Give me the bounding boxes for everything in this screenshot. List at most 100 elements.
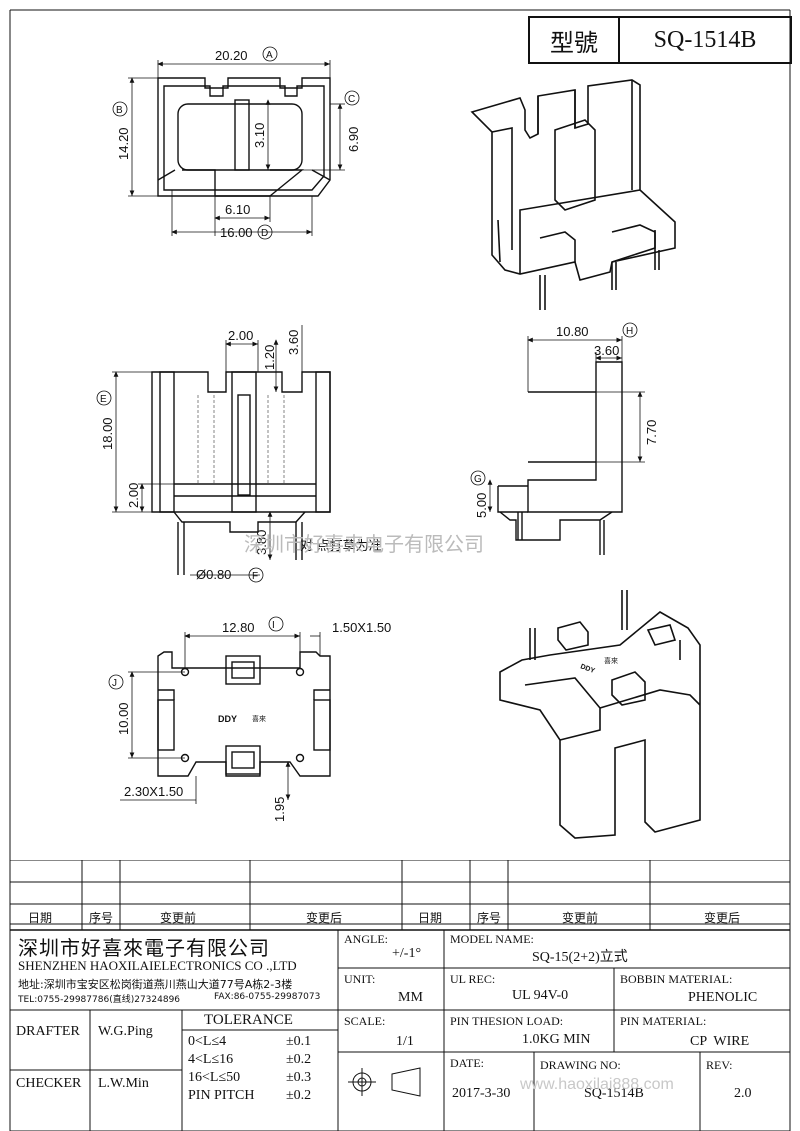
scale-label: SCALE:	[344, 1014, 386, 1028]
ul-label: UL REC:	[450, 972, 496, 986]
rev-col-date-1: 日期	[28, 911, 53, 925]
front-view	[151, 371, 331, 575]
company-fax: FAX:86-0755-29987073	[214, 992, 321, 1002]
ref-d: D	[261, 228, 268, 239]
scale-value: 1/1	[396, 1034, 414, 1049]
model-value: SQ-1514B	[653, 26, 757, 53]
dim-10-00: 10.00	[116, 702, 131, 735]
side-view-dimensions	[470, 322, 645, 512]
side-view	[497, 361, 623, 555]
checker-label: CHECKER	[16, 1076, 82, 1091]
mark-cn: 喜來	[252, 714, 266, 723]
watermark: 深圳市好喜来电子有限公司	[244, 533, 484, 556]
dim-20-20: 20.20	[215, 48, 248, 63]
rev-label: REV:	[706, 1058, 733, 1072]
ref-e: E	[100, 394, 107, 405]
model-name-label: MODEL NAME:	[450, 932, 534, 946]
ref-j: J	[112, 678, 117, 689]
rev-col-before-1: 变更前	[160, 911, 197, 925]
bottom-view-labels: 12.80 1.50X1.50 10.00 2.30X1.50 1.95 I J…	[112, 620, 391, 822]
watermark-url: www.haoxilai888.com	[520, 1076, 674, 1093]
dim-3-10: 3.10	[252, 123, 267, 148]
drafter-label: DRAFTER	[16, 1024, 80, 1039]
ref-h: H	[626, 326, 633, 337]
company-tel: TEL:0755-29987786(直线)27324896	[18, 995, 181, 1005]
tol-range-4: PIN PITCH	[188, 1088, 255, 1103]
drafter-value: W.G.Ping	[98, 1024, 153, 1039]
dim-3-60-side: 3.60	[594, 343, 619, 358]
tol-value-4: ±0.2	[286, 1088, 312, 1103]
dim-18-00: 18.00	[100, 417, 115, 450]
tol-range-2: 4<L≤16	[188, 1052, 234, 1067]
bottom-view	[157, 651, 331, 777]
model-label: 型號	[530, 18, 620, 62]
top-view-dimensions	[112, 46, 360, 240]
company-name-cn: 深圳市好喜來電子有限公司	[18, 936, 270, 960]
checker-value: L.W.Min	[98, 1076, 149, 1091]
tolerance-title: TOLERANCE	[204, 1012, 293, 1028]
dim-14-20: 14.20	[116, 127, 131, 160]
iso-mark-cn: 喜來	[604, 656, 618, 665]
tol-value-2: ±0.2	[286, 1052, 312, 1067]
dim-3-80: 3.80	[254, 530, 269, 555]
ul-value: UL 94V-0	[512, 988, 569, 1003]
iso-view-bottom-marks: DDY 喜來	[579, 656, 618, 675]
dim-10-80: 10.80	[556, 324, 589, 339]
front-view-labels: 2.00 1.20 3.60 18.00 2.00 3.80 Ø0.80 E F…	[100, 328, 382, 582]
tol-range-3: 16<L≤50	[188, 1070, 241, 1085]
pin-material-value: CP WIRE	[690, 1034, 750, 1049]
rev-col-after-2: 变更后	[704, 911, 741, 925]
pin-load-label: PIN THESION LOAD:	[450, 1014, 564, 1028]
ref-a: A	[266, 50, 273, 61]
dim-1-95: 1.95	[272, 797, 287, 822]
pin-load-value: 1.0KG MIN	[522, 1032, 591, 1047]
drawing-no-label: DRAWING NO:	[540, 1058, 621, 1072]
bottom-view-dimensions	[108, 616, 321, 804]
pin-material-label: PIN MATERIAL:	[620, 1014, 707, 1028]
dim-6-10: 6.10	[225, 202, 250, 217]
rev-value: 2.0	[734, 1086, 752, 1101]
dim-5-00: 5.00	[474, 493, 489, 518]
ref-b: B	[116, 105, 123, 116]
unit-value: MM	[398, 990, 423, 1005]
rev-col-no-1: 序号	[89, 911, 114, 925]
company-address: 地址:深圳市宝安区松岗街道燕川燕山大道77号A栋2-3楼	[18, 978, 293, 991]
dim-2-30x1-50: 2.30X1.50	[124, 784, 183, 799]
dim-6-90: 6.90	[346, 127, 361, 152]
iso-view-top	[470, 79, 676, 310]
dim-2-00-base: 2.00	[126, 483, 141, 508]
ref-f: F	[252, 571, 258, 582]
tol-value-3: ±0.3	[286, 1070, 312, 1085]
top-view	[157, 77, 331, 197]
dim-2-00-slot: 2.00	[228, 328, 253, 343]
date-label: DATE:	[450, 1056, 484, 1070]
rev-col-no-2: 序号	[477, 911, 502, 925]
mark-ddy: DDY	[218, 714, 237, 724]
angle-label: ANGLE:	[344, 932, 388, 946]
top-view-labels: 20.20 A B C D 14.20 3.10 6.90 6.10 16.00	[116, 48, 361, 240]
technical-drawing: 20.20 A B C D 14.20 3.10 6.90 6.10 16.00	[9, 9, 791, 860]
note-text: 对 点打草为准	[300, 538, 382, 553]
front-view-dimensions	[96, 325, 303, 583]
dim-7-70: 7.70	[644, 420, 659, 445]
dim-1-50x1-50: 1.50X1.50	[332, 620, 391, 635]
title-block-grid	[9, 860, 791, 1131]
iso-mark-ddy: DDY	[579, 663, 596, 675]
iso-view-bottom	[499, 590, 701, 839]
date-value: 2017-3-30	[452, 1086, 511, 1101]
side-view-labels: 10.80 3.60 7.70 5.00 G H	[474, 324, 659, 518]
tol-range-1: 0<L≤4	[188, 1034, 227, 1049]
company-name-en: SHENZHEN HAOXILAIELECTRONICS CO .,LTD	[18, 958, 297, 973]
title-box: 型號 SQ-1514B	[528, 16, 792, 64]
angle-value: +/-1°	[392, 946, 422, 961]
rev-col-before-2: 变更前	[562, 911, 599, 925]
rev-col-after-1: 变更后	[306, 911, 343, 925]
bobbin-label: BOBBIN MATERIAL:	[620, 972, 733, 986]
dim-16-00: 16.00	[220, 225, 253, 240]
front-view-hidden	[197, 395, 285, 484]
bobbin-value: PHENOLIC	[688, 990, 758, 1005]
ref-g: G	[474, 474, 482, 485]
drawing-no-value: SQ-1514B	[584, 1086, 644, 1101]
unit-label: UNIT:	[344, 972, 376, 986]
